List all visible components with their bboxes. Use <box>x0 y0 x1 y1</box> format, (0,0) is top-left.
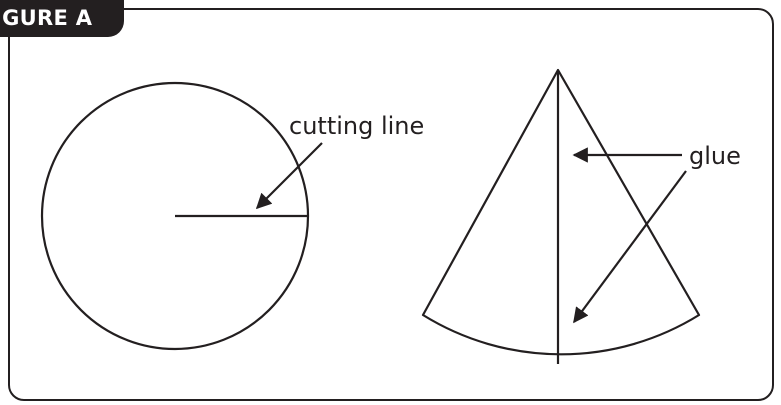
glue-arrow-lower <box>573 170 687 324</box>
cutting-line-arrow <box>255 142 323 210</box>
figure-title: IGURE A <box>0 6 93 30</box>
figure-title-tab: IGURE A <box>0 0 124 37</box>
glue-label: glue <box>689 142 741 170</box>
cone-sector <box>421 68 701 356</box>
cutting-line-label: cutting line <box>289 112 424 140</box>
figure-frame <box>8 8 774 401</box>
